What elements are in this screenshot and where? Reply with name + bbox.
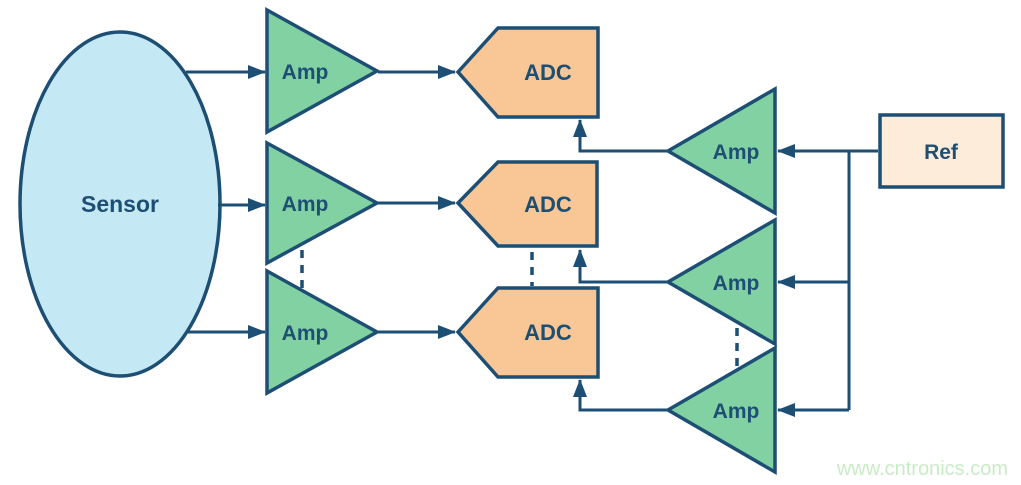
ref-amp3-shape <box>664 344 777 476</box>
input-amp2-label: Amp <box>282 193 329 216</box>
ref-amp2-label: Amp <box>713 272 760 295</box>
adc2-shape <box>455 160 599 248</box>
ref-amp3-label: Amp <box>713 400 760 423</box>
ref-amp1-label: Amp <box>713 141 760 164</box>
wire-refamp1-to-adc1 <box>573 119 667 153</box>
ref-amp1-shape <box>664 85 777 217</box>
input-amp3-label: Amp <box>282 322 329 345</box>
ref-amp2-shape <box>664 216 777 348</box>
input-amp1-shape <box>265 7 381 135</box>
adc1-shape <box>455 26 600 119</box>
watermark-text: www.cntronics.com <box>836 458 1008 480</box>
ref-box <box>878 113 1005 189</box>
wire-refamp3-to-adc3 <box>573 379 667 412</box>
wire-refamp2-to-adc2 <box>573 249 667 284</box>
input-amp3-shape <box>265 268 381 396</box>
sensor-label: Sensor <box>81 191 159 217</box>
input-amp1-label: Amp <box>282 61 329 84</box>
adc3-shape <box>455 286 600 379</box>
adc3-label: ADC <box>524 320 572 345</box>
adc1-label: ADC <box>524 60 572 85</box>
adc2-label: ADC <box>524 192 572 217</box>
ref-label: Ref <box>924 141 959 164</box>
input-amp2-shape <box>265 140 381 266</box>
